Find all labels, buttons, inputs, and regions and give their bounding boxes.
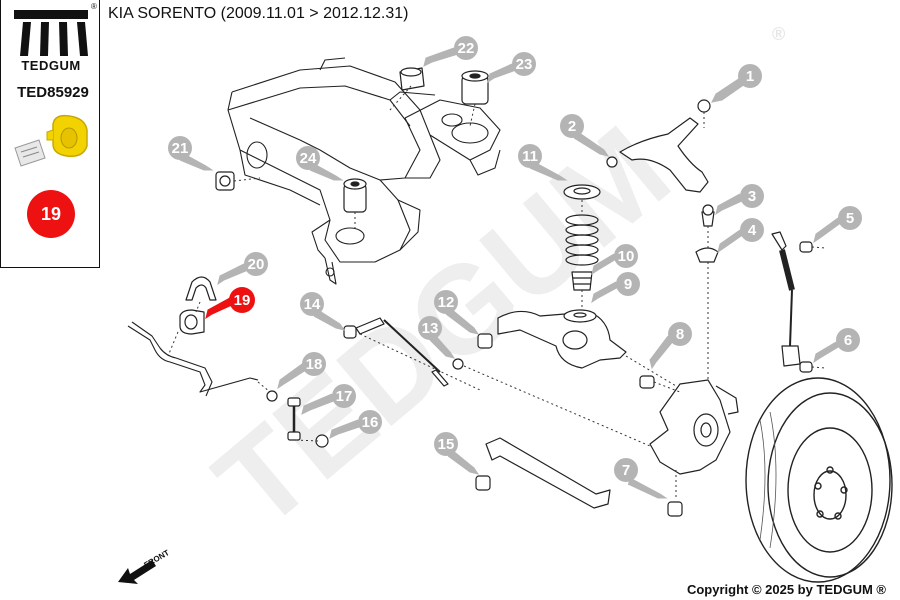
svg-text:7: 7 xyxy=(622,462,630,479)
callout-8: 8 xyxy=(649,322,692,370)
part-15-rear-link xyxy=(475,437,611,509)
bushing-photo-icon xyxy=(46,114,88,158)
svg-text:20: 20 xyxy=(248,256,265,273)
callout-13: 13 xyxy=(418,316,456,359)
exploded-suspension-diagram: TEDGUM ® xyxy=(118,26,893,584)
callout-15: 15 xyxy=(434,432,480,475)
watermark-text: TEDGUM xyxy=(191,100,695,555)
svg-text:4: 4 xyxy=(748,222,757,239)
callout-17: 17 xyxy=(301,384,356,415)
callout-3: 3 xyxy=(715,184,764,216)
part-number: TED85929 xyxy=(17,84,89,101)
watermark: TEDGUM ® xyxy=(191,26,786,555)
callout-20: 20 xyxy=(217,252,268,286)
svg-text:23: 23 xyxy=(516,56,533,73)
parts-drawing xyxy=(127,67,893,583)
part-8-bushing xyxy=(639,375,655,389)
callout-1: 1 xyxy=(711,64,762,103)
callout-6: 6 xyxy=(813,328,860,364)
part-upper-arm xyxy=(606,99,711,193)
stabilizer-bar xyxy=(127,325,259,393)
subframe-drawing xyxy=(227,57,501,285)
svg-text:2: 2 xyxy=(568,118,576,135)
svg-text:18: 18 xyxy=(306,356,323,373)
svg-text:15: 15 xyxy=(438,436,455,453)
svg-text:9: 9 xyxy=(624,276,632,293)
svg-text:19: 19 xyxy=(234,292,251,309)
part-17-stabilizer-link xyxy=(287,397,301,441)
svg-text:12: 12 xyxy=(438,294,455,311)
page-title: KIA SORENTO (2009.11.01 > 2012.12.31) xyxy=(108,5,409,22)
callout-24: 24 xyxy=(296,146,344,181)
part-4-bushing xyxy=(695,247,719,263)
callout-23: 23 xyxy=(487,52,536,84)
tedgum-logo: ® xyxy=(11,2,97,66)
part-19-stabilizer-bushing xyxy=(179,309,205,335)
callout-12: 12 xyxy=(434,290,480,335)
callout-5: 5 xyxy=(813,206,862,244)
copyright-notice: Copyright © 2025 by TEDGUM ® xyxy=(686,582,886,597)
part-3-ball-joint xyxy=(701,204,715,227)
registered-mark: ® xyxy=(91,2,97,11)
svg-text:11: 11 xyxy=(522,148,538,165)
callout-11: 11 xyxy=(518,144,568,181)
part-20-bracket xyxy=(185,276,217,301)
assembly-guide-lines xyxy=(167,85,827,500)
callouts: 1 2 3 4 5 6 7 xyxy=(168,36,862,499)
part-9-spring-seat xyxy=(563,309,597,323)
svg-text:13: 13 xyxy=(422,320,439,337)
part-21-bushing xyxy=(215,171,235,191)
callout-18: 18 xyxy=(277,352,326,390)
wheel xyxy=(745,377,893,583)
callout-22: 22 xyxy=(423,36,478,67)
part-23-bushing xyxy=(461,70,489,105)
brand-name: TEDGUM xyxy=(21,58,81,73)
product-photo xyxy=(9,110,95,172)
product-info-panel: ® TEDGUM TED85929 19 xyxy=(0,0,100,268)
svg-text:14: 14 xyxy=(304,296,321,313)
svg-text:1: 1 xyxy=(746,68,754,85)
callout-16: 16 xyxy=(329,410,382,439)
svg-text:17: 17 xyxy=(336,388,353,405)
svg-text:8: 8 xyxy=(676,326,684,343)
svg-text:5: 5 xyxy=(846,210,854,227)
callout-10: 10 xyxy=(591,244,638,276)
highlight-badge: 19 xyxy=(27,190,75,238)
part-13-bushing xyxy=(452,358,464,370)
part-24-bushing xyxy=(343,178,367,213)
callout-14: 14 xyxy=(300,292,346,331)
coil-spring xyxy=(565,214,599,266)
callout-21: 21 xyxy=(168,136,214,171)
svg-text:3: 3 xyxy=(748,188,756,205)
part-7-bushing xyxy=(667,501,683,517)
knuckle xyxy=(649,379,739,475)
package-icon xyxy=(14,139,46,167)
svg-text:24: 24 xyxy=(300,150,317,167)
svg-text:22: 22 xyxy=(458,40,475,57)
callout-2: 2 xyxy=(560,114,610,157)
front-label: FRONT xyxy=(143,548,171,570)
callout-7: 7 xyxy=(614,458,668,499)
part-10-bump-stop xyxy=(571,271,593,291)
part-14-control-arm xyxy=(343,317,449,387)
front-direction-arrow: FRONT xyxy=(118,548,171,584)
svg-text:10: 10 xyxy=(618,248,635,265)
part-22-bushing xyxy=(399,67,425,91)
callout-4: 4 xyxy=(717,218,764,254)
part-6-bushing xyxy=(799,361,813,373)
svg-text:21: 21 xyxy=(172,140,189,157)
svg-text:6: 6 xyxy=(844,332,852,349)
watermark-mark: ® xyxy=(772,26,785,44)
callout-19-highlighted: 19 xyxy=(205,287,255,320)
part-11-spring-seat xyxy=(563,184,601,200)
part-18-bushing xyxy=(266,390,278,402)
svg-text:16: 16 xyxy=(362,414,379,431)
callout-9: 9 xyxy=(591,272,640,304)
shock-absorber xyxy=(771,231,813,367)
part-12-lower-arm xyxy=(477,310,627,369)
